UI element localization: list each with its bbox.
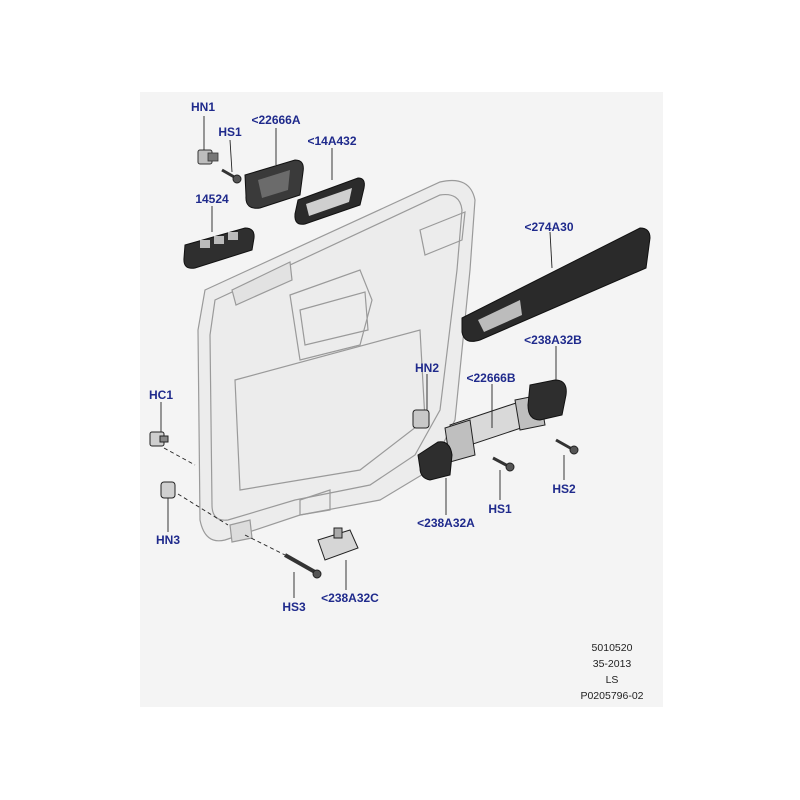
hn1-nut <box>197 149 219 165</box>
hs1-top-screw <box>221 168 242 184</box>
callout-hs1-bottom[interactable]: HS1 <box>488 502 512 516</box>
reference-number: 5010520 <box>591 642 633 654</box>
reference-date: 35-2013 <box>592 658 632 670</box>
part-274a30-trim-strip <box>461 227 651 342</box>
hs2-screw <box>555 438 579 455</box>
part-238a32c-bracket <box>317 527 359 561</box>
hc1-clip <box>149 431 169 447</box>
callout-hs3[interactable]: HS3 <box>282 600 306 614</box>
leader-lines <box>160 116 565 598</box>
callout-hn2[interactable]: HN2 <box>414 361 440 375</box>
part-238a32b-cover <box>527 379 567 421</box>
door-trim-panel <box>197 179 476 543</box>
hn3-nut <box>160 481 176 499</box>
reference-code: LS <box>605 674 619 686</box>
callout-14524[interactable]: 14524 <box>195 192 229 206</box>
part-14524-switch-pack <box>183 227 255 269</box>
hs1-bottom-screw <box>492 456 515 472</box>
callout-238a32b[interactable]: <238A32B <box>524 333 582 347</box>
part-14a432-bezel <box>294 177 365 225</box>
callout-hn3[interactable]: HN3 <box>155 533 181 547</box>
hs3-bolt <box>284 553 322 579</box>
callout-hs1-top[interactable]: HS1 <box>218 125 242 139</box>
callout-238a32c[interactable]: <238A32C <box>321 591 379 605</box>
callout-22666a[interactable]: <22666A <box>251 113 301 127</box>
hn2-nut <box>412 409 430 429</box>
callout-274a30[interactable]: <274A30 <box>524 220 574 234</box>
callout-238a32a[interactable]: <238A32A <box>417 516 475 530</box>
callout-14a432[interactable]: <14A432 <box>307 134 357 148</box>
callout-hn1[interactable]: HN1 <box>190 100 216 114</box>
part-238a32a-cover <box>417 441 453 481</box>
callout-hc1[interactable]: HC1 <box>148 388 174 402</box>
callout-22666b[interactable]: <22666B <box>466 371 516 385</box>
reference-illustration-id: P0205796-02 <box>580 690 644 702</box>
part-22666a-handle <box>244 159 304 209</box>
callout-hs2[interactable]: HS2 <box>552 482 576 496</box>
